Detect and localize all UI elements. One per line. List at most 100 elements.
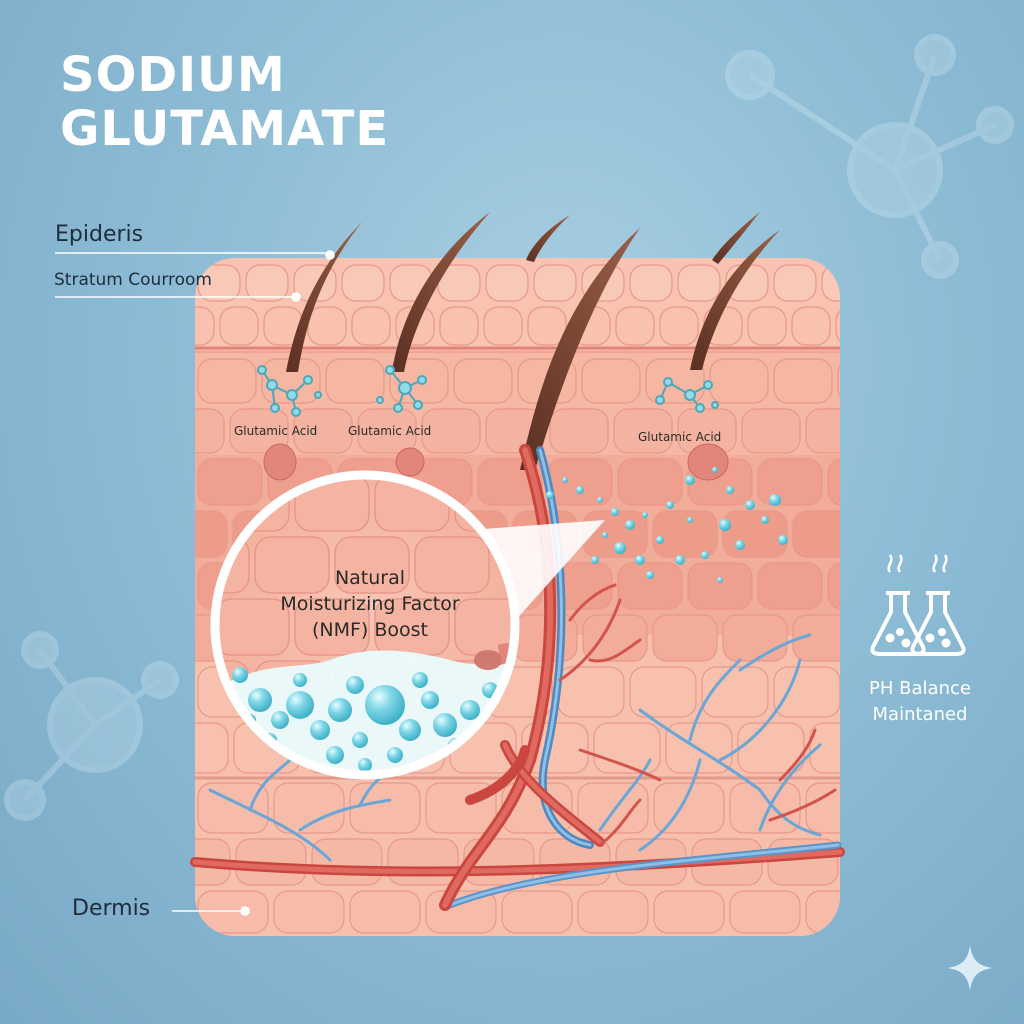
nmf-line-3: (NMF) Boost [311,619,429,641]
skin-cell [229,408,289,454]
water-droplet [719,519,731,531]
moisture-bubble [286,691,314,719]
water-droplet [642,512,648,518]
water-droplet [546,491,554,499]
water-droplet [726,486,734,494]
water-droplet [597,497,603,503]
magnified-cell [294,478,370,532]
molecule-icon [376,365,427,413]
skin-cell [615,306,655,346]
moisture-bubble [346,676,364,694]
skin-cell [273,782,345,834]
molecule-icon [257,365,322,417]
water-droplet [778,535,788,545]
skin-cell [757,562,823,610]
skin-cell [501,890,573,934]
ph-line-1: PH Balance [869,678,971,699]
skin-cell [195,408,225,454]
skin-cell [617,458,683,506]
magnified-cell [294,598,370,656]
magnified-cell [254,536,330,594]
skin-cell [307,306,347,346]
stratum-label: Stratum Courroom [54,270,212,290]
moisture-bubble [433,713,457,737]
skin-cell [219,306,259,346]
skin-cell [421,408,481,454]
skin-cell [652,510,718,558]
skin-cell [729,782,801,834]
skin-cell [837,358,840,404]
skin-cell [547,458,613,506]
skin-cell [805,890,840,934]
skin-cell [325,358,385,404]
skin-cell [527,306,567,346]
skin-cell [773,666,840,718]
water-droplet [602,532,608,538]
skin-cell [617,562,683,610]
moisture-bubble [326,746,344,764]
hair-icon [286,212,780,470]
moisture-bubble [248,688,272,712]
skin-cell [792,510,840,558]
moisture-bubble [310,720,330,740]
moisture-bubble [293,673,307,687]
leader-lines [55,250,335,916]
moisture-bubble [365,685,405,725]
flask-icon [870,554,966,656]
skin-cell [659,306,699,346]
magnified-cell [218,598,290,656]
skin-cell [341,264,385,302]
skin-cell [629,264,673,302]
moisture-bubble [399,719,421,741]
glutamic-acid-label: Glutamic Acid [234,424,318,438]
molecule-icon [725,34,1014,279]
skin-cell [582,614,648,662]
skin-cell [485,264,529,302]
water-droplet [635,555,645,565]
skin-cell [747,306,787,346]
page-title: SODIUM GLUTAMATE [60,48,389,156]
water-droplet [769,494,781,506]
skin-cell [533,264,577,302]
skin-cell [549,408,609,454]
skin-cell [197,264,241,302]
skin-cell [629,666,697,718]
moisture-bubble [387,747,403,763]
skin-cell [195,510,228,558]
skin-cell [613,408,673,454]
skin-cell [791,306,831,346]
water-droplet [701,551,709,559]
water-droplet [735,540,745,550]
skin-cell [687,562,753,610]
skin-cell [197,782,269,834]
molecule-icon [655,377,719,413]
water-droplets [546,467,788,583]
nmf-callout-text: Natural Moisturizing Factor (NMF) Boost [245,565,495,643]
skin-cell [577,782,649,834]
sparkle-icon [947,945,993,991]
title-line-2: GLUTAMATE [60,101,390,157]
water-droplet [717,577,723,583]
ph-balance-label: PH Balance Maintaned [845,676,995,728]
skin-cell [197,358,257,404]
water-droplet [562,477,568,483]
skin-cell [805,782,840,834]
glutamic-acid-label: Glutamic Acid [348,424,432,438]
skin-cell [349,890,421,934]
skin-cell [581,358,641,404]
moisture-bubbles [232,667,509,772]
epidermis-label: Epideris [55,222,144,247]
skin-cell [439,306,479,346]
skin-cell [351,306,391,346]
skin-cell [677,264,721,302]
skin-cell [483,306,523,346]
water-droplet [656,536,664,544]
water-droplet [646,571,654,579]
moisture-bubble [412,672,428,688]
moisture-bubble [460,700,480,720]
skin-cell [709,358,769,404]
magnified-cell [334,536,410,594]
water-droplet [611,508,619,516]
skin-cell [653,890,725,934]
skin-cell [773,358,833,404]
